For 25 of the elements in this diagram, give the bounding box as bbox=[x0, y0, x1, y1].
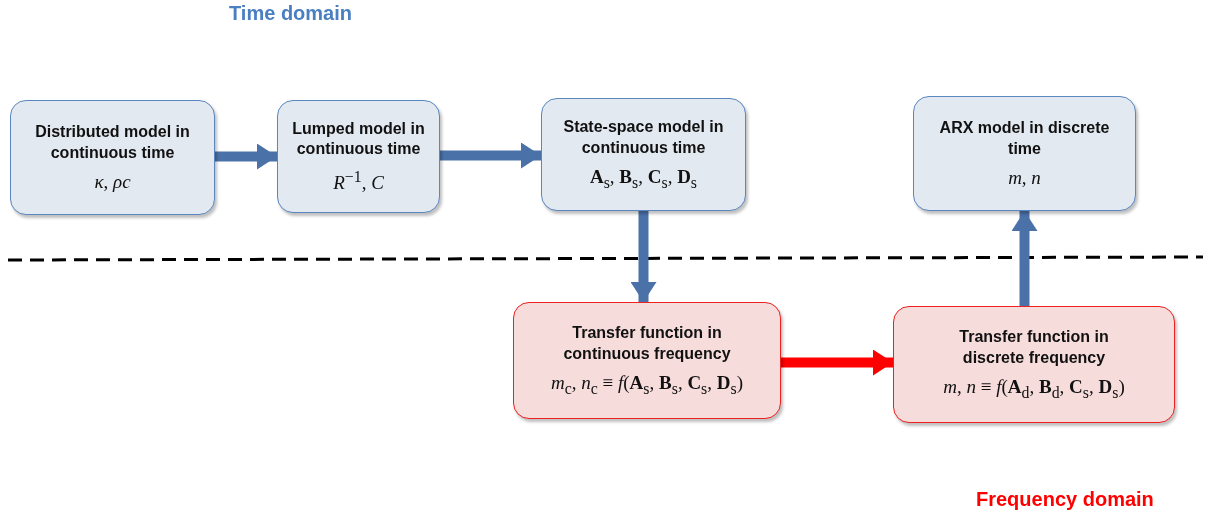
block-arrow bbox=[215, 143, 277, 170]
process-box bbox=[10, 100, 215, 215]
formula: κ, ρc bbox=[94, 171, 131, 194]
formula: m, n ≡ f(A$_{d}$, B$_{d}$, C$_{s}$, D$_{s}$) bbox=[943, 376, 1125, 403]
domain-label: Frequency domain bbox=[976, 488, 1154, 511]
formula: R$^{−1}$, C bbox=[333, 168, 384, 195]
box-title: Transfer function in discrete frequency bbox=[958, 326, 1110, 368]
box-title: Distributed model in continuous time bbox=[34, 121, 191, 163]
block-arrow bbox=[781, 349, 893, 376]
block-arrow bbox=[1011, 211, 1038, 306]
box-title: Lumped model in continuous time bbox=[291, 118, 426, 160]
domain-label: Time domain bbox=[229, 2, 352, 25]
process-box bbox=[913, 96, 1136, 211]
box-title: ARX model in discrete time bbox=[939, 117, 1110, 159]
formula: A$_{s}$, B$_{s}$, C$_{s}$, D$_{s}$ bbox=[589, 166, 698, 193]
block-arrow bbox=[440, 142, 541, 169]
process-box bbox=[277, 100, 440, 213]
box-title: State-space model in continuous time bbox=[562, 116, 725, 158]
formula: m$_{c}$, n$_{c}$ ≡ f(A$_{s}$, B$_{s}$, C$_{s}$, D$_{s}$) bbox=[551, 372, 743, 399]
formula: m, n bbox=[1008, 167, 1041, 190]
block-arrow bbox=[630, 211, 657, 302]
process-box bbox=[893, 306, 1175, 423]
box-title: Transfer function in continuous frequency bbox=[562, 322, 732, 364]
process-box bbox=[513, 302, 781, 419]
process-box bbox=[541, 98, 746, 211]
